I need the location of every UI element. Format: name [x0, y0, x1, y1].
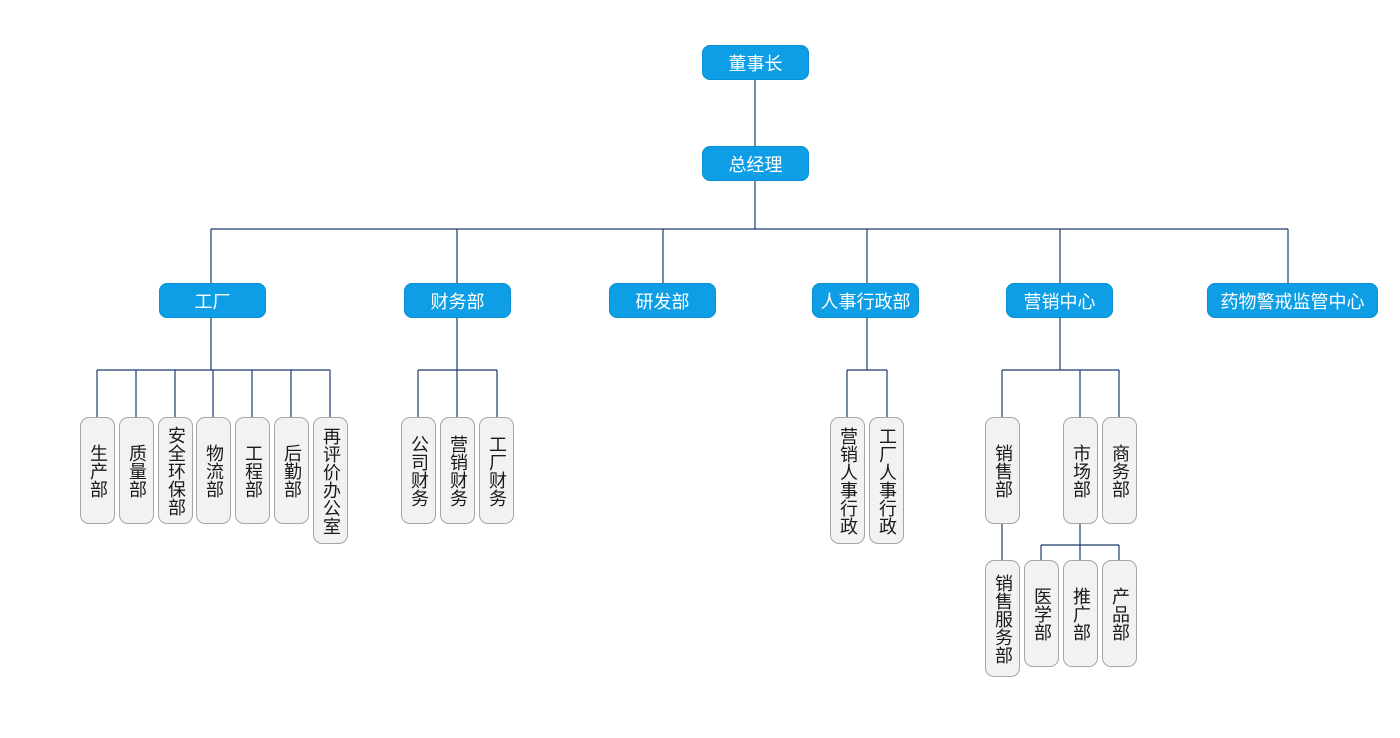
node-engineering-dept[interactable]: 工程部 [235, 417, 270, 524]
node-pharmacovigilance-center[interactable]: 药物警戒监管中心 [1207, 283, 1378, 318]
node-marketing-hr-admin[interactable]: 营销人事行政 [830, 417, 865, 544]
node-sales-service-dept[interactable]: 销售服务部 [985, 560, 1020, 677]
node-hr-admin-dept[interactable]: 人事行政部 [812, 283, 919, 318]
node-factory-hr-admin[interactable]: 工厂人事行政 [869, 417, 904, 544]
node-marketing-center[interactable]: 营销中心 [1006, 283, 1113, 318]
node-medical-dept[interactable]: 医学部 [1024, 560, 1059, 667]
node-support-dept[interactable]: 后勤部 [274, 417, 309, 524]
node-rnd-dept[interactable]: 研发部 [609, 283, 716, 318]
node-general-manager[interactable]: 总经理 [702, 146, 809, 181]
node-promotion-dept[interactable]: 推广部 [1063, 560, 1098, 667]
node-company-finance[interactable]: 公司财务 [401, 417, 436, 524]
node-sales-dept[interactable]: 销售部 [985, 417, 1020, 524]
node-business-dept[interactable]: 商务部 [1102, 417, 1137, 524]
node-market-dept[interactable]: 市场部 [1063, 417, 1098, 524]
node-finance-dept[interactable]: 财务部 [404, 283, 511, 318]
node-logistics-dept[interactable]: 物流部 [196, 417, 231, 524]
node-reevaluation-office[interactable]: 再评价办公室 [313, 417, 348, 544]
node-quality-dept[interactable]: 质量部 [119, 417, 154, 524]
node-factory-finance[interactable]: 工厂财务 [479, 417, 514, 524]
node-marketing-finance[interactable]: 营销财务 [440, 417, 475, 524]
node-production-dept[interactable]: 生产部 [80, 417, 115, 524]
node-factory[interactable]: 工厂 [159, 283, 266, 318]
node-ehs-dept[interactable]: 安全环保部 [158, 417, 193, 524]
node-product-dept[interactable]: 产品部 [1102, 560, 1137, 667]
node-chairman[interactable]: 董事长 [702, 45, 809, 80]
